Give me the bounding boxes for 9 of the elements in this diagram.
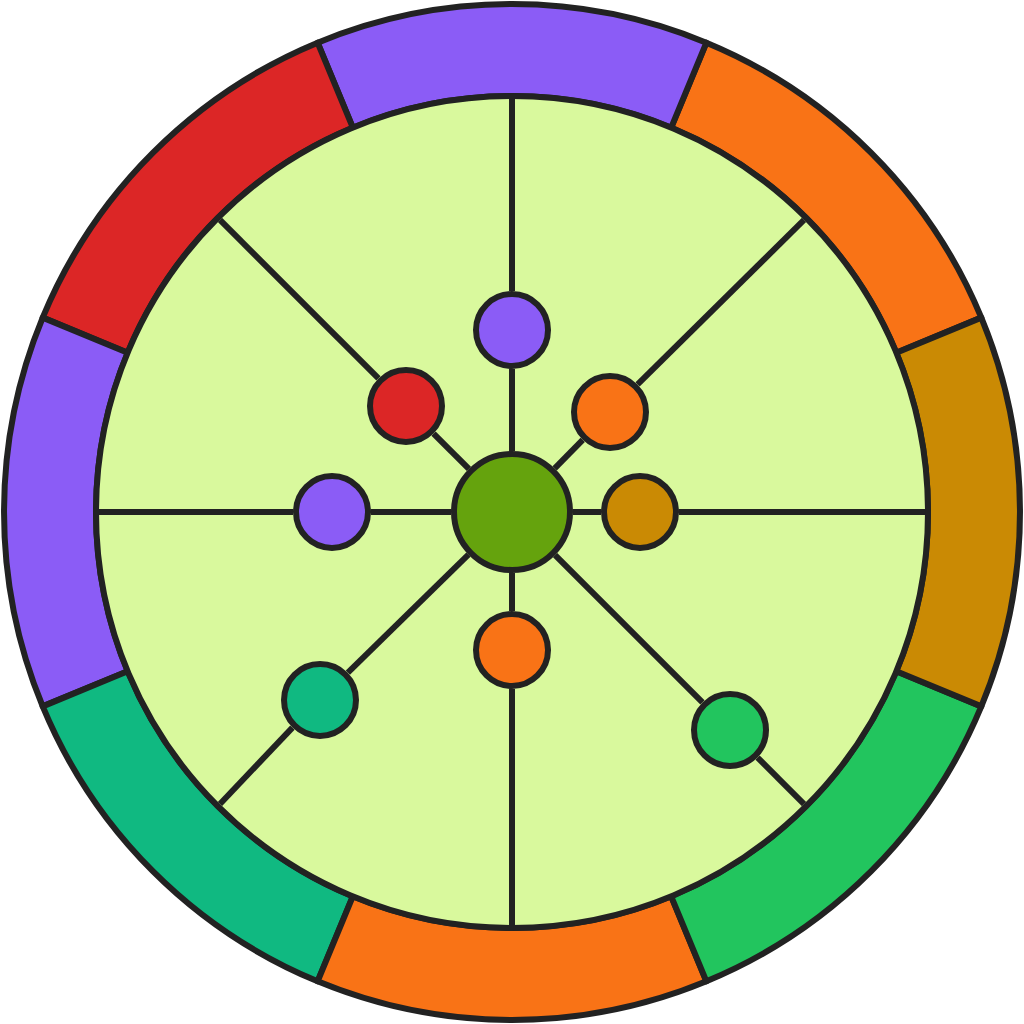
spoke-line	[371, 509, 451, 515]
spoke-line	[509, 369, 515, 451]
spoke-line	[345, 552, 471, 675]
circle-node	[451, 451, 573, 573]
spoke-line	[509, 573, 515, 611]
spoke-line	[573, 509, 601, 515]
spoke-line	[553, 553, 705, 705]
spoke-line	[431, 431, 471, 471]
spoke-line	[552, 437, 585, 471]
